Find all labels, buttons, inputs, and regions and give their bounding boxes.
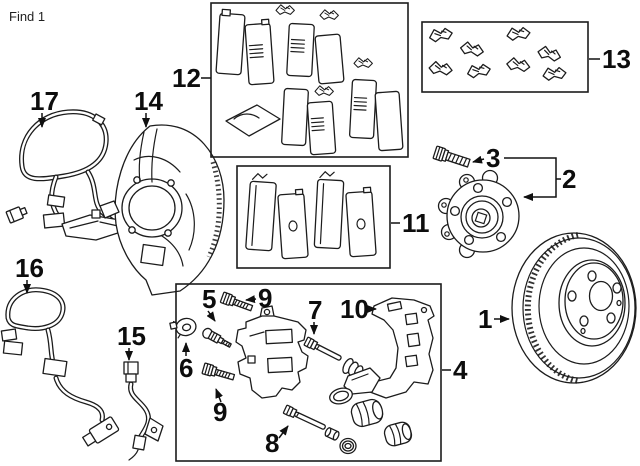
mount-bolt-9-top-drawing bbox=[219, 291, 254, 312]
guide-pin-8-drawing bbox=[282, 404, 326, 430]
callout-17[interactable]: 17 bbox=[30, 86, 59, 128]
callout-13[interactable]: 13 bbox=[589, 44, 631, 74]
callout-10[interactable]: 10 bbox=[340, 294, 377, 324]
callout-9-top[interactable]: 9 bbox=[245, 283, 272, 313]
callout-15-label[interactable]: 15 bbox=[117, 321, 146, 351]
callout-1-label[interactable]: 1 bbox=[478, 304, 492, 334]
retainer-clip bbox=[505, 25, 532, 42]
bleeder-screw-5-drawing bbox=[202, 327, 232, 348]
retainer-clip bbox=[465, 61, 492, 80]
callout-5-arrow bbox=[206, 310, 216, 322]
callout-10-label[interactable]: 10 bbox=[340, 294, 369, 324]
callout-12-label[interactable]: 12 bbox=[172, 63, 201, 93]
callout-4-label[interactable]: 4 bbox=[453, 355, 468, 385]
retainer-clip bbox=[541, 65, 568, 82]
caliper-bracket-10-drawing bbox=[343, 297, 435, 399]
callout-9-top-arrow bbox=[245, 295, 257, 304]
callout-15[interactable]: 15 bbox=[117, 321, 146, 361]
mount-bolt-9-bottom-drawing bbox=[201, 362, 236, 381]
callout-3[interactable]: 3 bbox=[472, 143, 557, 201]
piston-boot-right-drawing bbox=[383, 421, 413, 447]
pin-boot-8-drawing bbox=[339, 437, 357, 455]
callout-9-bottom-label[interactable]: 9 bbox=[213, 397, 227, 427]
callout-1[interactable]: 1 bbox=[478, 304, 510, 334]
callout-6[interactable]: 6 bbox=[179, 342, 193, 383]
retainer-clip bbox=[275, 4, 295, 15]
fitting-kit-13-box bbox=[421, 21, 589, 93]
callout-2[interactable]: 2 bbox=[556, 164, 576, 194]
caliper-housing-drawing bbox=[235, 305, 309, 399]
abs-sensor-wire-17-drawing bbox=[5, 109, 125, 241]
retainer-clip bbox=[536, 44, 563, 63]
retainer-clip bbox=[459, 40, 486, 58]
callout-5[interactable]: 5 bbox=[202, 284, 216, 322]
brake-pad-set-11-box bbox=[236, 165, 391, 269]
callout-2-label[interactable]: 2 bbox=[562, 164, 576, 194]
callout-9-top-label[interactable]: 9 bbox=[258, 283, 272, 313]
callout-7[interactable]: 7 bbox=[308, 295, 322, 335]
cap-6-drawing bbox=[169, 317, 197, 339]
retainer-clip bbox=[319, 9, 339, 20]
caliper-assembly-4-box bbox=[169, 283, 442, 462]
callout-8-arrow bbox=[278, 425, 289, 439]
callout-9-bottom-arrow bbox=[215, 388, 223, 403]
callout-13-label[interactable]: 13 bbox=[602, 44, 631, 74]
callout-9-bottom[interactable]: 9 bbox=[213, 388, 227, 427]
piston-boot-large-drawing bbox=[350, 398, 384, 428]
splash-shield-14-drawing bbox=[91, 124, 225, 296]
retainer-clip bbox=[505, 56, 532, 73]
wheel-stud-3-drawing bbox=[432, 145, 471, 168]
pin-sleeve-drawing bbox=[324, 427, 340, 441]
retainer-clip bbox=[353, 57, 373, 68]
callout-7-label[interactable]: 7 bbox=[308, 295, 322, 325]
callout-11[interactable]: 11 bbox=[391, 208, 430, 238]
callout-8[interactable]: 8 bbox=[265, 425, 289, 458]
find-label: Find 1 bbox=[9, 9, 45, 24]
retainer-clip bbox=[314, 85, 334, 96]
callout-14-label[interactable]: 14 bbox=[134, 86, 163, 116]
brake-rotor-1-drawing bbox=[511, 232, 637, 384]
callout-11-label[interactable]: 11 bbox=[402, 208, 430, 238]
callout-3-label[interactable]: 3 bbox=[486, 143, 500, 173]
callout-14[interactable]: 14 bbox=[134, 86, 163, 128]
callout-8-label[interactable]: 8 bbox=[265, 428, 279, 458]
callout-17-label[interactable]: 17 bbox=[30, 86, 59, 116]
callout-16-label[interactable]: 16 bbox=[15, 253, 44, 283]
piston-seal-ring-drawing bbox=[329, 387, 353, 405]
retainer-clip bbox=[427, 25, 454, 44]
callout-12[interactable]: 12 bbox=[172, 63, 211, 93]
callout-4[interactable]: 4 bbox=[442, 355, 468, 385]
abs-sensor-wire-16-drawing bbox=[0, 287, 120, 447]
hub-bearing-2-drawing bbox=[437, 169, 520, 259]
retainer-clip bbox=[427, 60, 454, 76]
guide-pin-7-drawing bbox=[303, 336, 342, 361]
callout-3-2-bracket bbox=[504, 157, 557, 201]
callout-16[interactable]: 16 bbox=[15, 253, 44, 294]
pad-kit-12-box bbox=[210, 2, 409, 158]
brake-hose-15-drawing bbox=[123, 361, 164, 461]
callout-5-label[interactable]: 5 bbox=[202, 284, 216, 314]
callout-6-label[interactable]: 6 bbox=[179, 353, 193, 383]
callout-3-arrow bbox=[472, 155, 485, 164]
